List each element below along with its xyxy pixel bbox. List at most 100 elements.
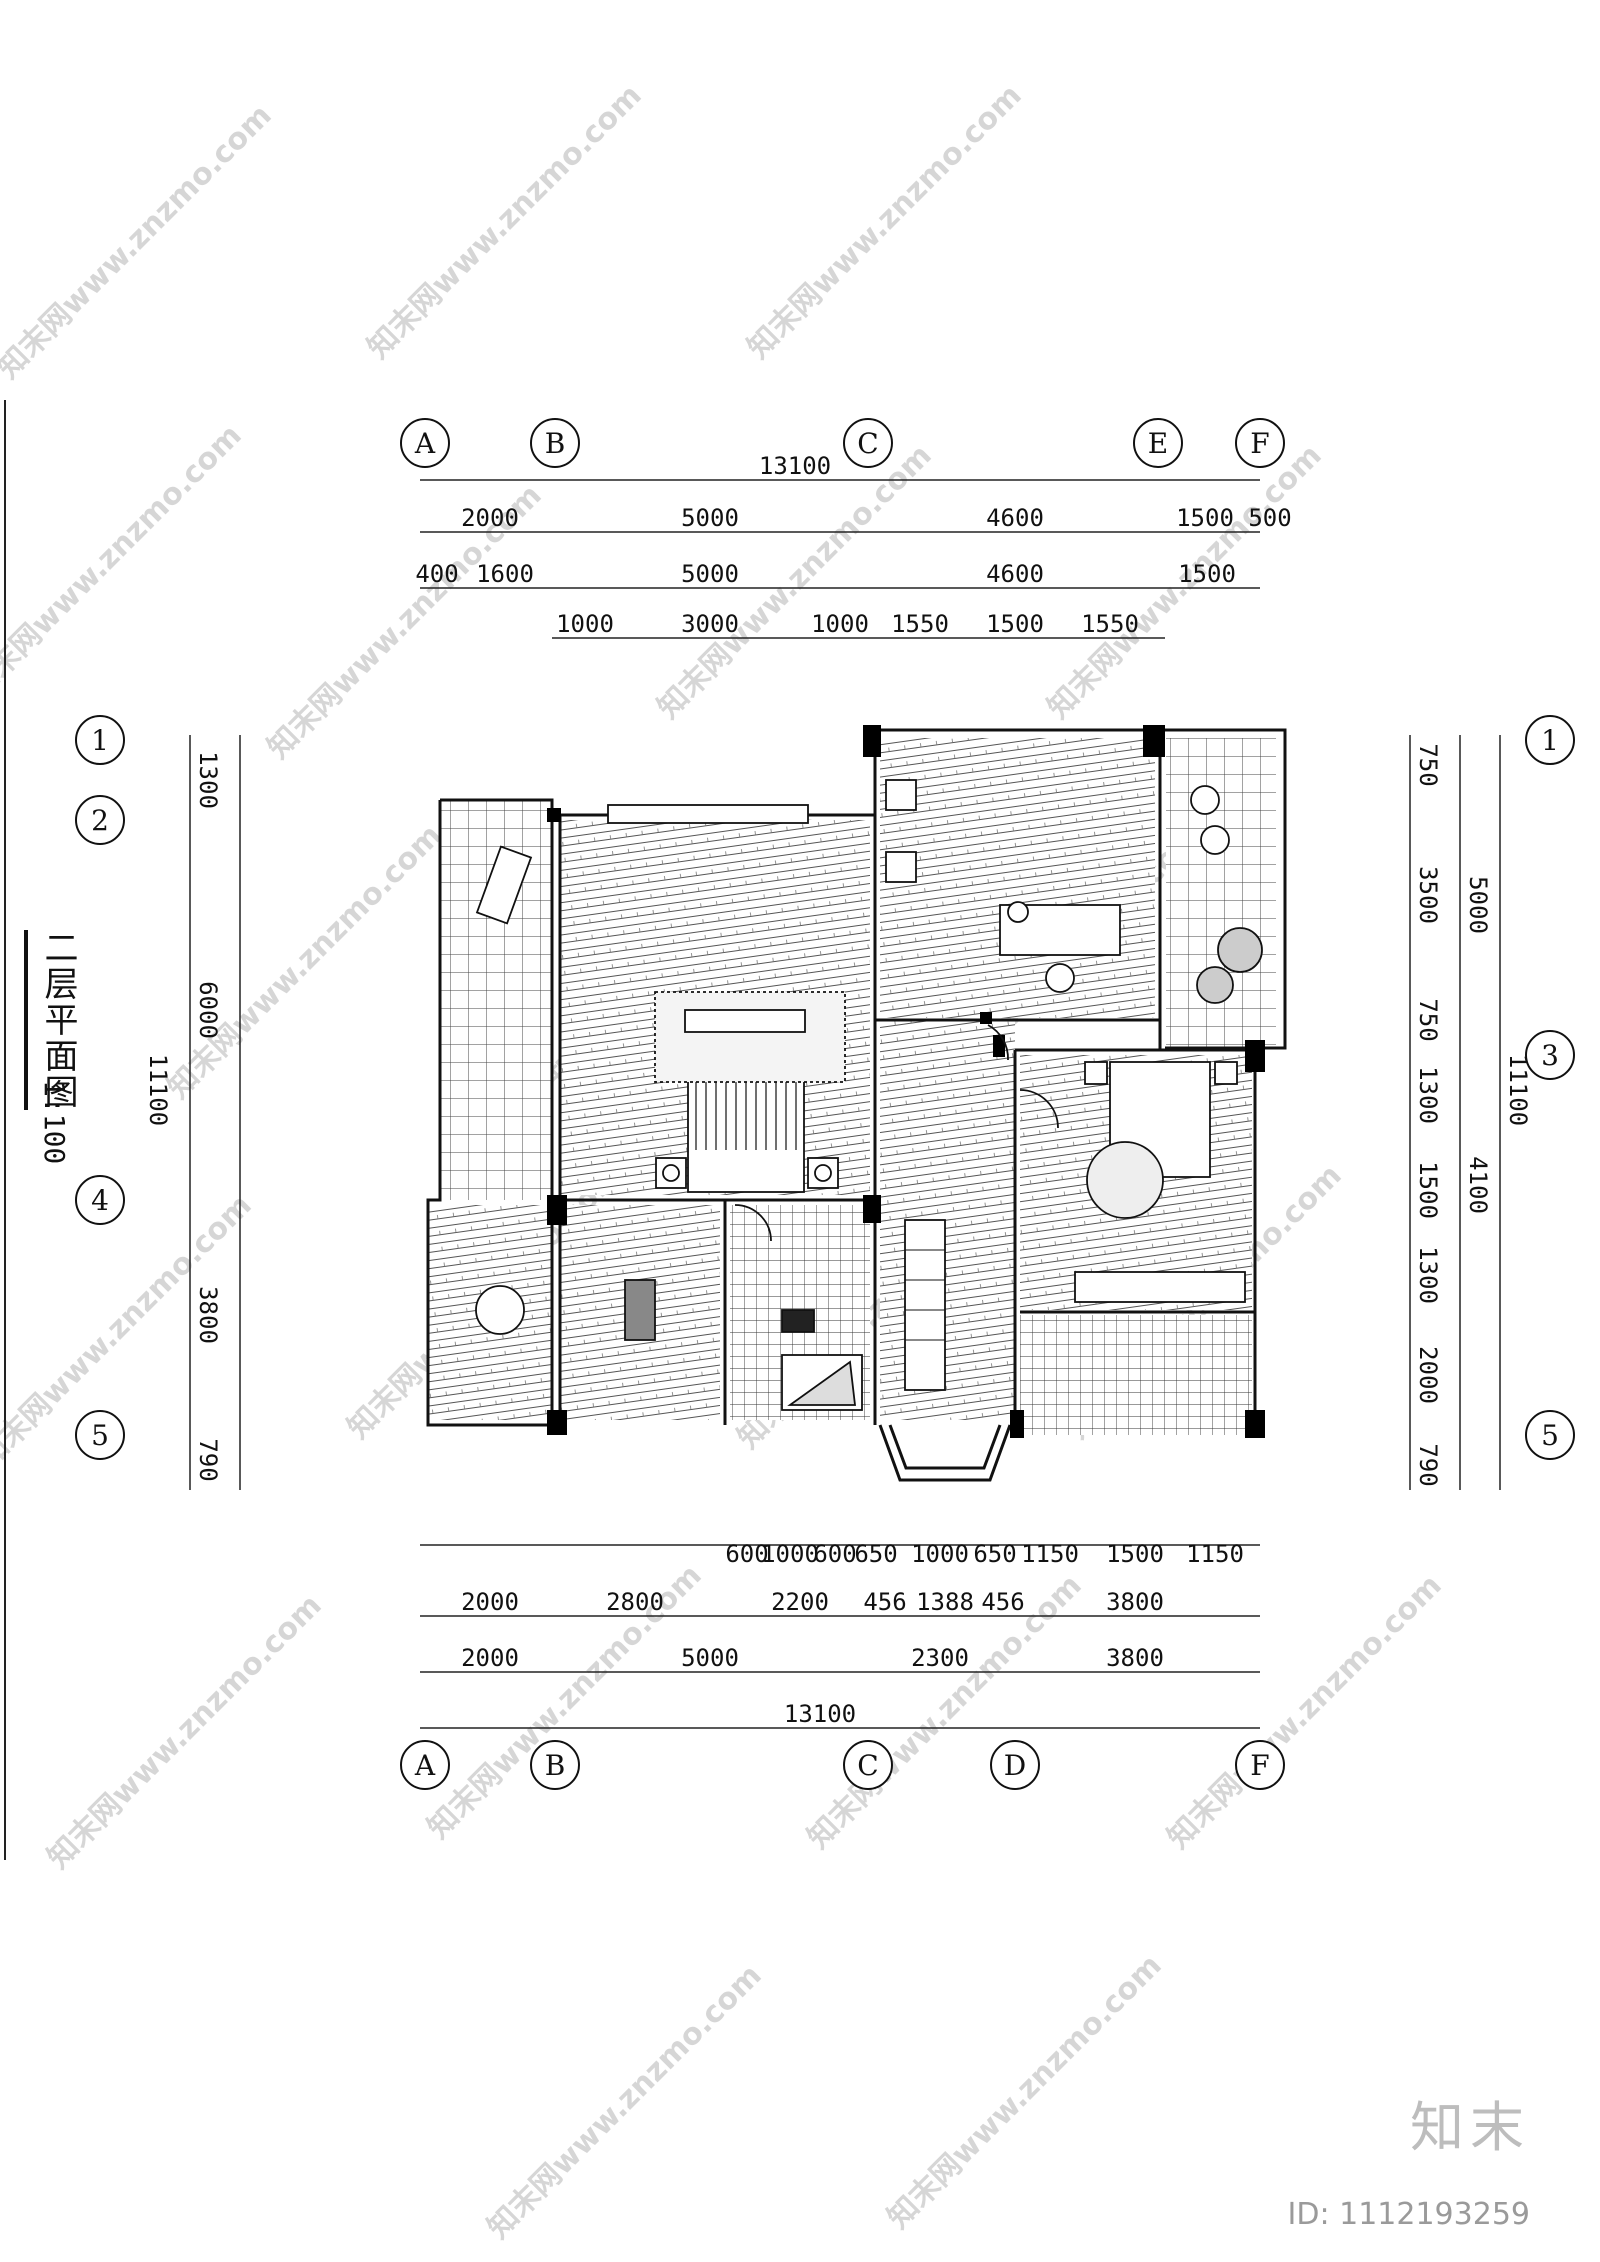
dim-right-middle: 4100 — [1464, 1156, 1492, 1214]
watermark-text: 知末网www.znzmo.com — [881, 1948, 1169, 2236]
watermark-text: 知末网www.znzmo.com — [741, 78, 1029, 366]
dim-bottom-row3: 2000 — [461, 1644, 519, 1672]
dim-right-total: 11100 — [1504, 1054, 1532, 1126]
axis-bubble-left-2 — [75, 795, 125, 845]
sink — [781, 1309, 815, 1333]
watermark-text: 知末网www.znzmo.com — [161, 818, 449, 1106]
drawing-title: 二层平面图 — [24, 930, 83, 1110]
watermark-text: 知末网www.znzmo.com — [0, 418, 249, 706]
dim-top-row3: 1000 — [556, 610, 614, 638]
axis-bubble-bottom-a — [400, 1740, 450, 1790]
axis-bubble-top-a — [400, 418, 450, 468]
dim-right-inner: 1500 — [1414, 1161, 1442, 1219]
master-window — [607, 804, 809, 824]
dim-bottom-row1: 600 — [725, 1540, 768, 1568]
bottom-dimension-text: 600 1000 600 650 1000 650 1150 1500 1150… — [461, 1540, 1244, 1728]
dim-bottom-row1: 650 — [973, 1540, 1016, 1568]
dim-top-row3: 3000 — [681, 610, 739, 638]
axis-bubble-left-4 — [75, 1175, 125, 1225]
master-rug — [654, 991, 846, 1083]
armchair-1 — [885, 779, 917, 811]
axis-labels: A B C E F A B C D F 1 2 4 5 1 3 5 — [91, 427, 1559, 1782]
columns — [547, 725, 1265, 1438]
dim-top-row2: 1500 — [1178, 560, 1236, 588]
dim-top-row3: 1550 — [891, 610, 949, 638]
drawing-scale: 1:100 — [38, 1080, 71, 1165]
dim-bottom-row2: 2200 — [771, 1588, 829, 1616]
axis-bubble-bottom-b — [530, 1740, 580, 1790]
dim-top-row3: 1000 — [811, 610, 869, 638]
dim-right-middle: 5000 — [1464, 876, 1492, 934]
axis-bubble-bottom-c — [843, 1740, 893, 1790]
axis-label-bottom-d: D — [1004, 1749, 1026, 1782]
dim-top-row1: 500 — [1248, 504, 1291, 532]
round-rug — [1086, 1141, 1164, 1219]
dim-top-row2: 400 — [415, 560, 458, 588]
axis-bubble-left-1 — [75, 715, 125, 765]
watermark-text: 知末网www.znzmo.com — [41, 1588, 329, 1876]
axis-bubble-right-5 — [1525, 1410, 1575, 1460]
dim-top-row2: 5000 — [681, 560, 739, 588]
brand-id: ID: 1112193259 — [1287, 2197, 1530, 2232]
dim-bottom-row1: 1000 — [911, 1540, 969, 1568]
dim-left-segment: 1300 — [194, 751, 222, 809]
dim-top-row1: 2000 — [461, 504, 519, 532]
axis-label-bottom-a: A — [414, 1749, 436, 1782]
axis-label-bottom-b: B — [545, 1749, 566, 1782]
dim-bottom-row2: 3800 — [1106, 1588, 1164, 1616]
dim-bottom-row1: 1150 — [1021, 1540, 1079, 1568]
door-swing — [987, 1024, 1009, 1061]
nightstand-right — [807, 1157, 839, 1189]
axis-label-left-5: 5 — [91, 1419, 109, 1452]
dim-bottom-row2: 2800 — [606, 1588, 664, 1616]
axis-label-top-f: F — [1250, 427, 1269, 460]
axis-bubble-right-1 — [1525, 715, 1575, 765]
bench — [684, 1009, 806, 1033]
axis-label-left-4: 4 — [91, 1184, 109, 1217]
watermark-text: 知末网www.znzmo.com — [1161, 1568, 1449, 1856]
dim-left-segment: 3800 — [194, 1286, 222, 1344]
dim-bottom-row2: 1388 — [916, 1588, 974, 1616]
dim-bottom-row1: 1150 — [1186, 1540, 1244, 1568]
dim-bottom-row2: 456 — [981, 1588, 1024, 1616]
axis-bubble-left-5 — [75, 1410, 125, 1460]
axis-label-right-5: 5 — [1541, 1419, 1559, 1452]
round-table — [475, 1285, 525, 1335]
dim-bottom-row2: 456 — [863, 1588, 906, 1616]
dim-bottom-row1: 1500 — [1106, 1540, 1164, 1568]
axis-bubble-top-f — [1235, 418, 1285, 468]
study-chair — [1045, 963, 1075, 993]
hall-floor — [880, 1020, 1015, 1420]
axis-label-top-c: C — [857, 427, 878, 460]
dim-right-inner: 1300 — [1414, 1246, 1442, 1304]
dim-left-total: 11100 — [144, 1054, 172, 1126]
watermark-text: 知末网www.znzmo.com — [0, 98, 279, 386]
closet-island — [624, 1279, 656, 1341]
balcony-right-floor — [1166, 738, 1276, 1050]
dim-top-row1: 5000 — [681, 504, 739, 532]
axis-label-top-a: A — [414, 427, 436, 460]
axis-label-right-3: 3 — [1541, 1039, 1559, 1072]
lounge-chair — [475, 845, 533, 925]
dim-bottom-row3: 3800 — [1106, 1644, 1164, 1672]
dim-left-segment: 6000 — [194, 981, 222, 1039]
dim-bottom-row3: 5000 — [681, 1644, 739, 1672]
axis-bubble-right-3 — [1525, 1030, 1575, 1080]
axis-label-left-1: 1 — [91, 724, 109, 757]
axis-bubble-bottom-f — [1235, 1740, 1285, 1790]
dim-right-inner: 3500 — [1414, 866, 1442, 924]
top-dimension-text: 13100 2000 5000 4600 1500 500 400 1600 5… — [415, 452, 1291, 638]
dim-bottom-row1: 650 — [854, 1540, 897, 1568]
dim-bottom-row2: 2000 — [461, 1588, 519, 1616]
dim-top-row3: 1500 — [986, 610, 1044, 638]
dim-right-inner: 750 — [1414, 743, 1442, 786]
dim-bottom-row1: 600 — [813, 1540, 856, 1568]
axis-label-bottom-f: F — [1250, 1749, 1269, 1782]
axis-bubbles — [75, 418, 1575, 1790]
watermark-text: 知末网www.znzmo.com — [481, 1958, 769, 2246]
study-floor — [880, 738, 1155, 1018]
dimension-lines — [189, 479, 1501, 1729]
walls — [426, 728, 1287, 1482]
dim-bottom-row3: 2300 — [911, 1644, 969, 1672]
